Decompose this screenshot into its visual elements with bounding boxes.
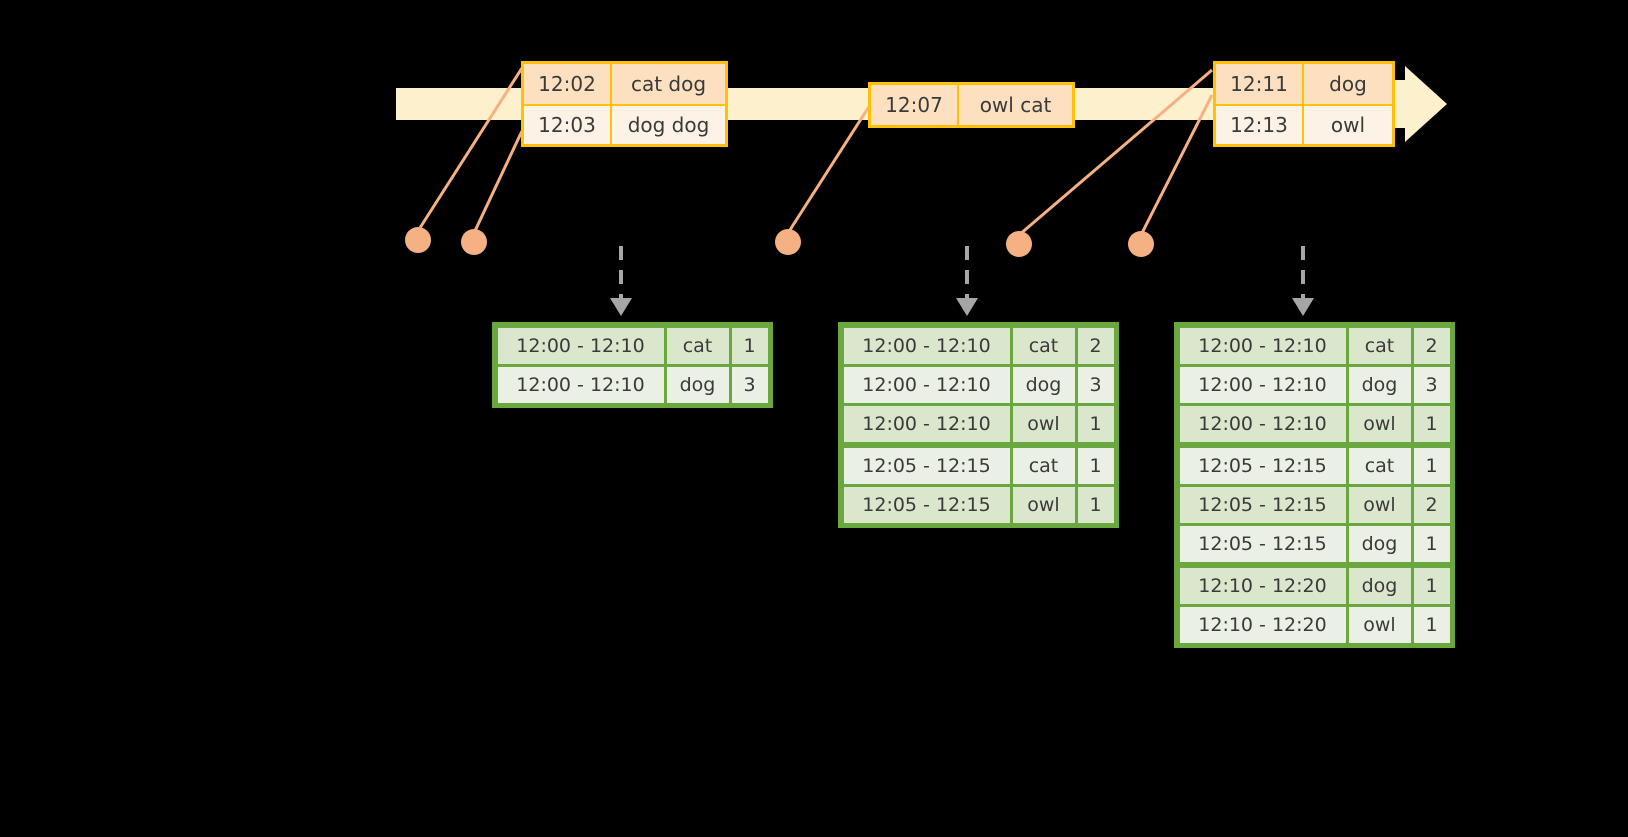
- event-dot-1207: [775, 229, 801, 255]
- event-dot-1203: [461, 229, 487, 255]
- timeline-event-row: 12:03 dog dog: [524, 104, 725, 144]
- result-count: 1: [1077, 405, 1114, 442]
- result-window: 12:00 - 12:10: [497, 366, 664, 403]
- connector-1207: [786, 104, 872, 234]
- event-words: owl cat: [979, 93, 1052, 117]
- result-key: owl: [1348, 486, 1411, 523]
- result-window: 12:05 - 12:15: [843, 447, 1010, 484]
- result-count: 1: [1077, 447, 1114, 484]
- result-key: cat: [1012, 447, 1075, 484]
- dashed-arrow-2-head-icon: [956, 298, 978, 316]
- event-time: 12:02: [524, 64, 612, 104]
- event-words: dog: [1329, 72, 1367, 96]
- result-window: 12:05 - 12:15: [1179, 525, 1346, 562]
- result-key: owl: [1348, 405, 1411, 442]
- timeline-event-row: 12:07 owl cat: [871, 85, 1072, 125]
- event-dot-1213: [1128, 231, 1154, 257]
- event-words: dog dog: [627, 113, 710, 137]
- event-dot-1202: [405, 227, 431, 253]
- timeline-event-box-3[interactable]: 12:11 dog 12:13 owl: [1213, 61, 1395, 147]
- result-count: 3: [731, 366, 768, 403]
- result-count: 1: [1413, 525, 1450, 562]
- timeline-event-box-1[interactable]: 12:02 cat dog 12:03 dog dog: [521, 61, 728, 147]
- event-time: 12:03: [524, 106, 612, 144]
- result-count: 3: [1077, 366, 1114, 403]
- timeline-event-row: 12:13 owl: [1216, 104, 1392, 144]
- result-count: 1: [1077, 486, 1114, 523]
- result-window: 12:00 - 12:10: [1179, 366, 1346, 403]
- result-count: 3: [1413, 366, 1450, 403]
- result-count: 1: [1413, 405, 1450, 442]
- result-count: 1: [731, 327, 768, 364]
- result-count: 1: [1413, 606, 1450, 643]
- result-window: 12:00 - 12:10: [497, 327, 664, 364]
- result-count: 2: [1413, 486, 1450, 523]
- event-words: owl: [1330, 113, 1366, 137]
- result-key: cat: [1348, 327, 1411, 364]
- result-window: 12:05 - 12:15: [1179, 447, 1346, 484]
- result-count: 2: [1413, 327, 1450, 364]
- result-window: 12:05 - 12:15: [843, 486, 1010, 523]
- result-key: cat: [666, 327, 729, 364]
- result-window: 12:00 - 12:10: [843, 366, 1010, 403]
- result-key: cat: [1348, 447, 1411, 484]
- event-words: cat dog: [630, 72, 707, 96]
- result-window: 12:00 - 12:10: [843, 327, 1010, 364]
- result-window: 12:00 - 12:10: [1179, 327, 1346, 364]
- result-key: owl: [1012, 486, 1075, 523]
- result-window: 12:00 - 12:10: [843, 405, 1010, 442]
- result-key: dog: [1348, 366, 1411, 403]
- event-time: 12:13: [1216, 106, 1304, 144]
- connector-1203: [472, 130, 524, 234]
- result-key: owl: [1012, 405, 1075, 442]
- dashed-arrow-3-head-icon: [1292, 298, 1314, 316]
- result-key: dog: [1012, 366, 1075, 403]
- result-key: dog: [1348, 567, 1411, 604]
- result-key: cat: [1012, 327, 1075, 364]
- timeline-event-row: 12:11 dog: [1216, 64, 1392, 104]
- result-count: 1: [1413, 447, 1450, 484]
- result-count: 1: [1413, 567, 1450, 604]
- result-key: dog: [666, 366, 729, 403]
- timeline-event-box-2[interactable]: 12:07 owl cat: [868, 82, 1075, 128]
- event-dot-1211: [1006, 231, 1032, 257]
- dashed-arrow-1-head-icon: [610, 298, 632, 316]
- result-key: dog: [1348, 525, 1411, 562]
- event-time: 12:07: [871, 85, 959, 125]
- result-window: 12:10 - 12:20: [1179, 567, 1346, 604]
- result-window: 12:05 - 12:15: [1179, 486, 1346, 523]
- result-key: owl: [1348, 606, 1411, 643]
- timeline-arrowhead-icon: [1405, 66, 1447, 142]
- dashed-arrow-group: [610, 246, 1314, 316]
- event-time: 12:11: [1216, 64, 1304, 104]
- timeline-event-row: 12:02 cat dog: [524, 64, 725, 104]
- result-window: 12:10 - 12:20: [1179, 606, 1346, 643]
- result-count: 2: [1077, 327, 1114, 364]
- result-window: 12:00 - 12:10: [1179, 405, 1346, 442]
